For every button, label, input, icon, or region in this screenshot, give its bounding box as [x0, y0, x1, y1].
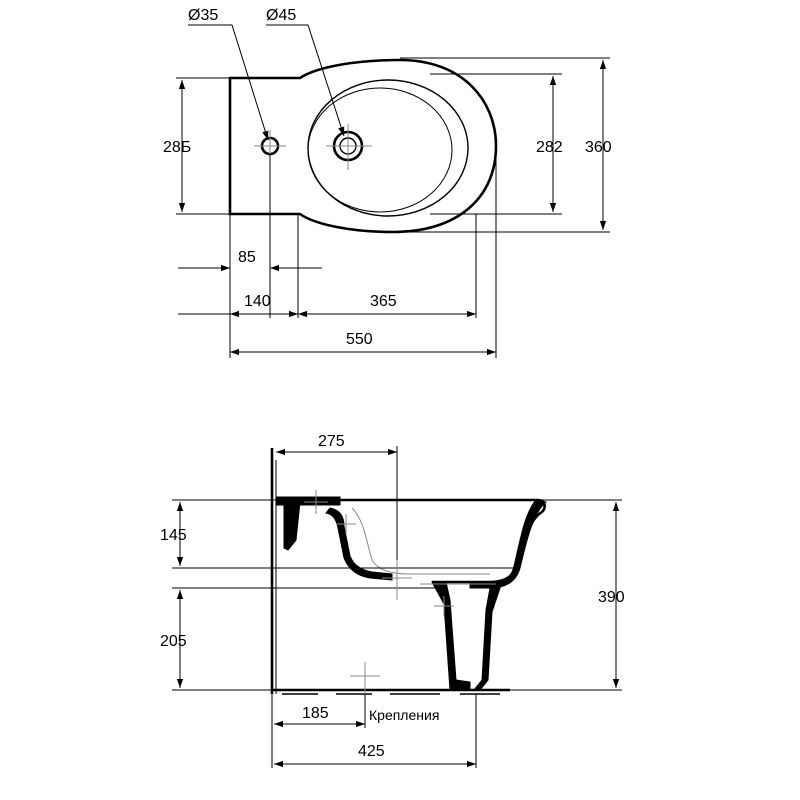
top-view: Ø35 Ø45 28Б 282 360 85 1 [163, 7, 612, 358]
label-bowl-height: 145 [160, 527, 187, 544]
leader-drain-diameter [266, 24, 345, 137]
centre-mark-drain [382, 560, 412, 600]
label-left-depth: 28Б [163, 139, 191, 156]
leader-tap-diameter [188, 24, 269, 141]
label-total-height: 390 [598, 589, 625, 606]
centre-mark-fixing [350, 662, 380, 696]
label-total-depth: 360 [585, 139, 612, 156]
centre-mark-pedestal [434, 596, 454, 616]
label-tap-diameter: Ø35 [188, 7, 218, 24]
label-fixing-offset: 185 [302, 705, 329, 722]
label-bowl-width: 365 [370, 293, 397, 310]
label-total-length: 425 [358, 743, 385, 760]
label-fixing: Крепления [369, 707, 439, 723]
label-bowl-depth: 282 [536, 139, 563, 156]
wall-line [270, 448, 277, 694]
label-lower-height: 205 [160, 633, 187, 650]
label-drain-diameter: Ø45 [266, 7, 296, 24]
label-deck-width: 140 [244, 293, 271, 310]
floor-line [272, 688, 510, 695]
pedestal [431, 581, 471, 691]
bowl-section [325, 507, 393, 581]
centre-mark-rim [304, 490, 328, 514]
side-view: 275 145 205 390 185 Крепления 425 [160, 433, 625, 768]
drain-hole [326, 124, 372, 170]
label-tap-offset: 85 [238, 249, 256, 266]
label-drain-offset: 275 [318, 433, 345, 450]
label-total-width: 550 [346, 331, 373, 348]
bowl-inner-basin [307, 87, 453, 213]
centre-mark-bowl [336, 514, 356, 534]
